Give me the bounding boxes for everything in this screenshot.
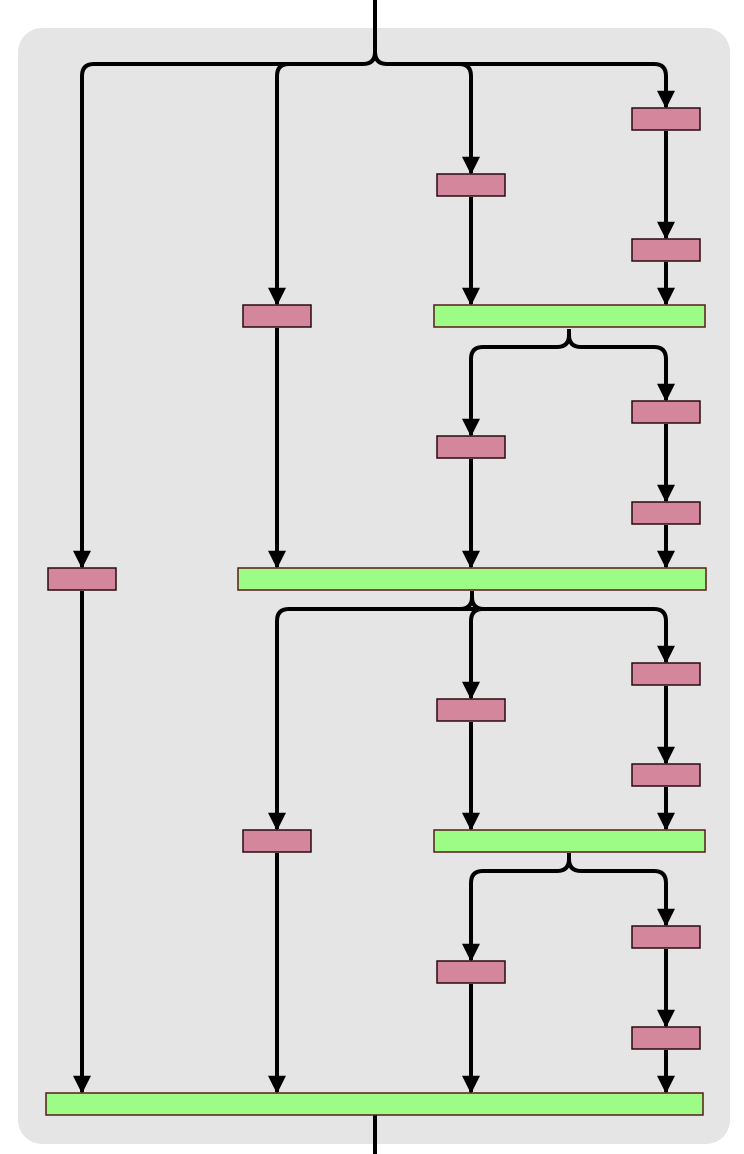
- task-f1: [242, 829, 312, 853]
- fork-bar2-branch-2: [484, 607, 675, 664]
- fork-bar1-branch-1: [581, 345, 675, 402]
- task-b3: [436, 435, 506, 459]
- fork-top-branch-3: [387, 62, 675, 109]
- fork-bar2-branch-0: [268, 607, 460, 831]
- sync-bar-3: [433, 829, 706, 853]
- task-b1: [631, 400, 701, 424]
- task-a3: [436, 173, 506, 197]
- task-g1: [47, 567, 117, 591]
- task-e2: [631, 1026, 701, 1050]
- sync-bar-1: [433, 304, 706, 328]
- fork-bar1-branch-0: [462, 345, 557, 437]
- fork-top-branch-0: [73, 62, 363, 569]
- nodes-layer: [45, 107, 707, 1116]
- fork-top-stem-right: [373, 51, 388, 66]
- task-c1: [242, 304, 312, 328]
- task-b2: [631, 501, 701, 525]
- fork-bar1-stem-right: [567, 334, 582, 349]
- task-a2: [631, 238, 701, 262]
- task-e1: [631, 925, 701, 949]
- task-d1: [631, 662, 701, 686]
- fork-bar3-branch-1: [581, 869, 675, 927]
- fork-bar2-branch-1: [460, 607, 485, 700]
- fork-top-branch-1: [268, 62, 363, 306]
- edges-layer: [73, 0, 675, 1154]
- fork-bar3-branch-0: [462, 869, 557, 962]
- task-d3: [436, 698, 506, 722]
- fork-bar3-stem-right: [567, 858, 582, 873]
- task-d2: [631, 763, 701, 787]
- sync-bar-4: [45, 1092, 704, 1116]
- sync-bar-2: [237, 567, 707, 591]
- task-e3: [436, 960, 506, 984]
- task-a1: [631, 107, 701, 131]
